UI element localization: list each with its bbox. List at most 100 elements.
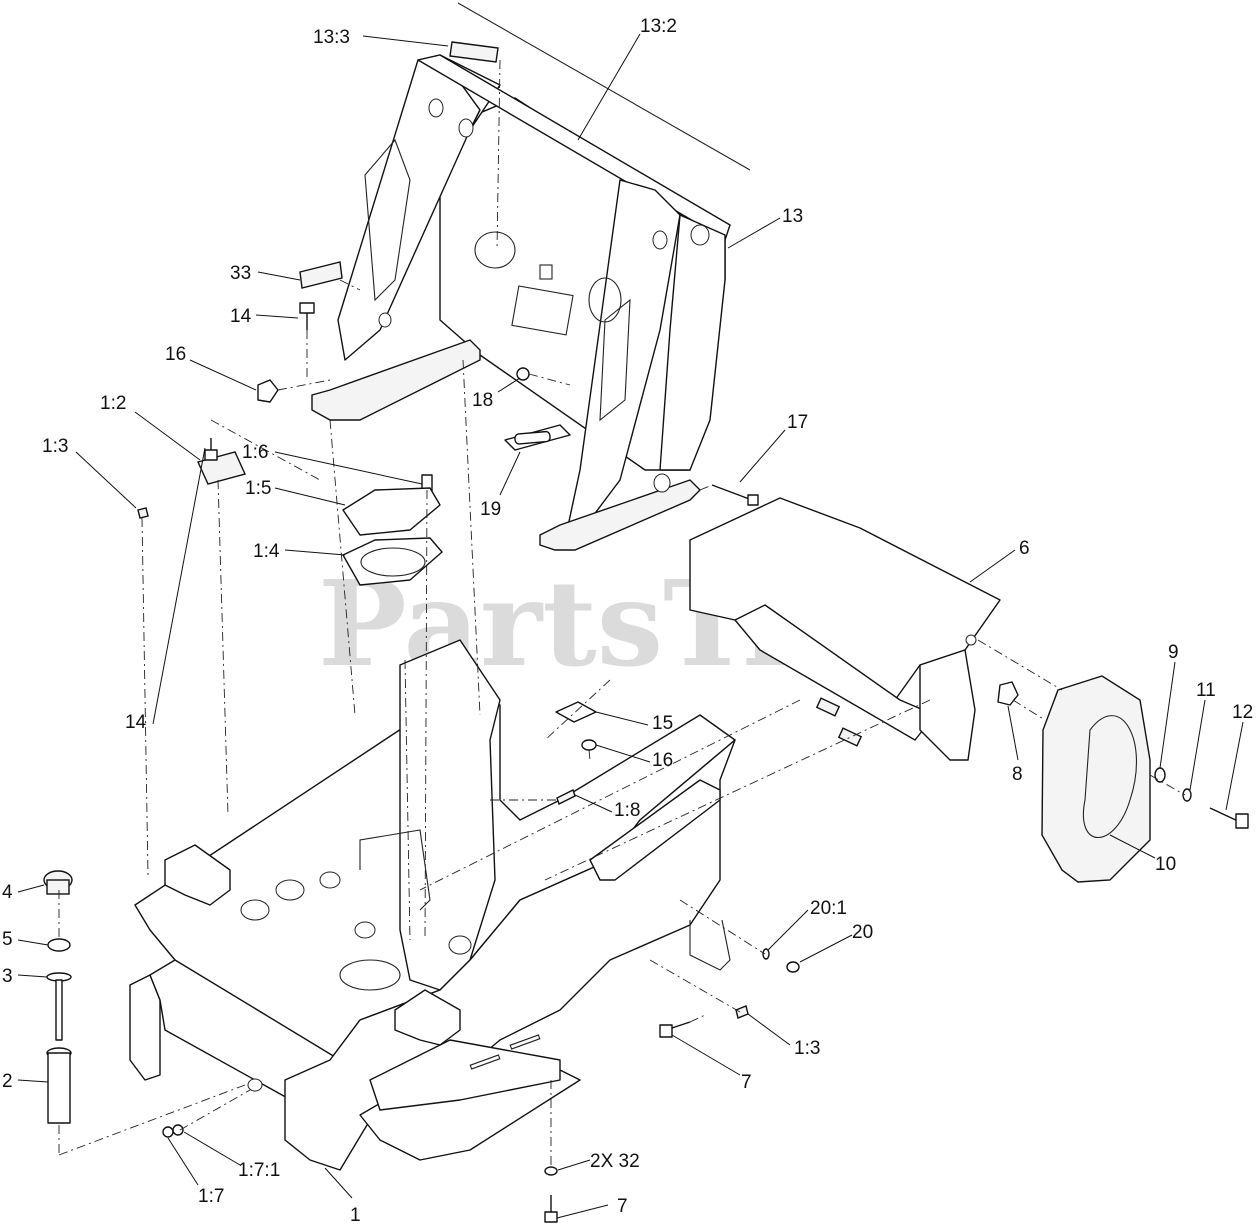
filler-cap-4-body (46, 879, 70, 895)
washer-20-1 (762, 948, 770, 960)
tower-cutout-2 (588, 277, 622, 323)
assembly-lines (58, 59, 1186, 1165)
nut-16-top (257, 379, 279, 403)
washer-9 (1154, 767, 1166, 783)
leader-19 (499, 451, 521, 496)
dash-7-right (689, 1014, 706, 1023)
leader-12 (1225, 721, 1244, 811)
callout-13: 13 (782, 206, 803, 227)
bolt-7-bottom-head (544, 1211, 558, 1223)
frame-lower-step (369, 1039, 561, 1111)
tower-right-foot (539, 479, 701, 551)
tower-bushing-3 (652, 230, 668, 250)
dash-33 (339, 279, 361, 291)
callout-15: 15 (652, 713, 673, 734)
leader-8 (1007, 705, 1019, 761)
dash-1-3-right (649, 959, 741, 1013)
dash-weight-mid (1012, 699, 1046, 721)
frame-right-rail (589, 779, 721, 881)
counterweight-10 (1041, 675, 1151, 883)
frame-slot-1 (469, 1054, 501, 1070)
main-frame-1 (129, 639, 736, 1171)
leader-1-6 (274, 451, 423, 485)
callout-6: 6 (1019, 538, 1030, 559)
tower-window (511, 285, 574, 336)
leader-7-right (671, 1034, 741, 1076)
bolt-17 (711, 484, 759, 506)
callout-2x32: 2X 32 (590, 1151, 640, 1172)
tower-frame (311, 54, 731, 551)
callout-18: 18 (472, 390, 493, 411)
callout-8: 8 (1012, 764, 1023, 785)
decal-1-8 (556, 789, 576, 805)
callout-9: 9 (1168, 642, 1179, 663)
bolt-7-right-shaft (671, 1021, 691, 1029)
dash-1-2 (217, 479, 229, 816)
leader-1-4 (284, 549, 346, 556)
callout-labels: 13:3 13:2 13 33 14 16 18 17 19 1:6 1:5 1… (2, 16, 1253, 1226)
leader-6 (969, 549, 1016, 583)
screw-14-mid-head (204, 449, 218, 461)
frame-handle-right (689, 919, 731, 971)
frame-cylinder-2 (240, 899, 270, 921)
nut-8 (997, 681, 1019, 706)
leader-17 (739, 429, 786, 483)
bolt-7-bottom (544, 1195, 558, 1223)
callout-1-2: 1:2 (100, 393, 126, 414)
tower-right-slot (599, 298, 631, 422)
bolt-12-shaft (1209, 807, 1241, 823)
leader-20 (799, 934, 853, 963)
dash-1-6 (424, 489, 428, 941)
leader-1-7-1 (183, 1131, 241, 1166)
dash-16-top (277, 379, 331, 391)
dash-bracket-rear (544, 699, 931, 881)
dash-weight-top (977, 639, 1063, 691)
frame-cylinder-1 (275, 879, 305, 901)
decal-33 (299, 261, 343, 289)
callout-5: 5 (2, 929, 13, 950)
tube-2-body (47, 1052, 71, 1124)
leader-14-top (255, 314, 299, 319)
leader-13-3 (362, 35, 449, 47)
dash-tower-right (462, 359, 481, 716)
leader-16-mid (595, 744, 651, 763)
callout-13-3: 13:3 (313, 27, 350, 48)
callout-3: 3 (2, 966, 13, 987)
leader-5 (17, 939, 49, 946)
reference-line (457, 2, 751, 171)
callout-1-6: 1:6 (242, 442, 268, 463)
callout-1-4: 1:4 (253, 541, 280, 562)
washer-11 (1182, 788, 1192, 802)
dash-tube-to-frame (58, 1084, 246, 1156)
leader-13-2 (577, 33, 641, 141)
leader-1-3-left (75, 451, 137, 509)
dash-16-mid (588, 749, 591, 761)
dash-17 (699, 484, 713, 491)
callout-1-5: 1:5 (245, 478, 271, 499)
counterweight-10-slot (1082, 715, 1138, 839)
callout-1-7-1: 1:7:1 (238, 1160, 280, 1181)
dash-1-4 (404, 659, 411, 941)
tower-bushing-5 (378, 312, 392, 328)
dash-washer (1149, 774, 1186, 796)
tower-right-side (659, 214, 726, 471)
bolt-12-head (1235, 813, 1249, 829)
leader-20-1 (767, 909, 809, 951)
callout-1-7: 1:7 (198, 1186, 224, 1207)
screw-14-mid (204, 438, 218, 461)
cover-plate-1-5 (342, 487, 441, 536)
callout-16-top: 16 (165, 344, 186, 365)
bolt-17-shaft (711, 484, 753, 501)
callout-4: 4 (2, 882, 13, 903)
leader-11 (1189, 699, 1206, 791)
screw-14-top (299, 302, 315, 330)
leader-1-5 (274, 487, 346, 506)
leader-15 (595, 711, 649, 726)
callout-11: 11 (1196, 680, 1216, 701)
callout-14-mid: 14 (125, 712, 147, 733)
callout-17: 17 (787, 412, 808, 433)
callout-16-mid: 16 (652, 750, 673, 771)
leader-10 (1109, 834, 1156, 859)
tower-bushing-6 (653, 473, 671, 493)
bolt-20 (786, 961, 800, 973)
